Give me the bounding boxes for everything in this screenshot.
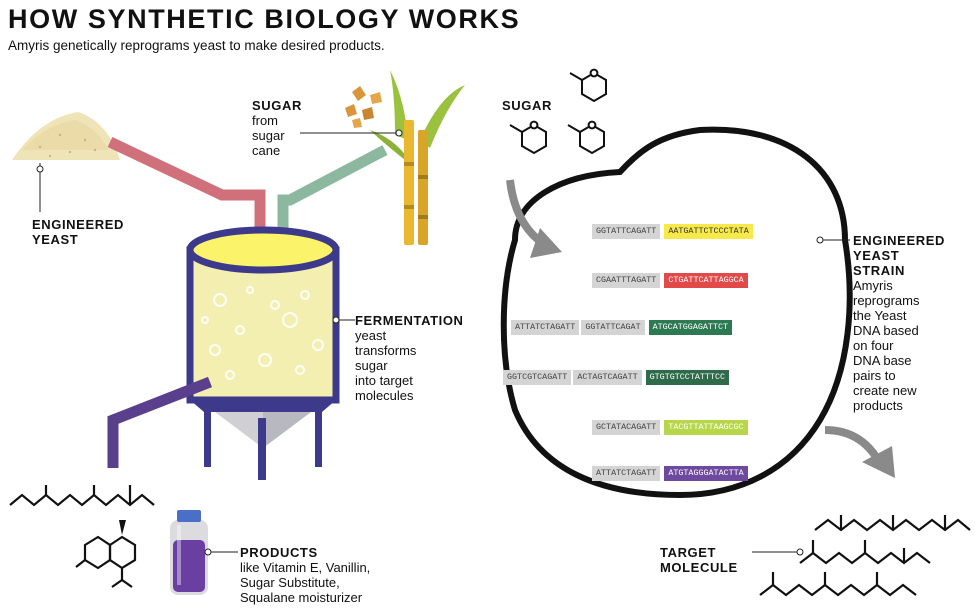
dna-grey-segment: ATTATCTAGATT — [511, 320, 580, 335]
engineered-yeast-label: ENGINEERED YEAST — [32, 217, 124, 247]
sugar-cane-label: SUGAR from sugar cane — [252, 98, 302, 158]
yeast-powder-pile — [12, 112, 120, 160]
sugar-molecules-label: SUGAR — [502, 98, 552, 113]
product-molecules — [9, 485, 155, 588]
dna-row-4: GGTCGTCAGATT ACTAGTCAGATT GTGTGTCCTATTTC… — [503, 370, 730, 385]
dna-row-6: ATTATCTAGATT ATGTAGGGATACTTA — [592, 466, 748, 481]
yeast-marker-dot — [36, 165, 44, 173]
target-molecules — [759, 515, 971, 597]
yeast-pipe — [107, 137, 266, 240]
dna-grey-segment: ACTAGTCAGATT — [573, 370, 642, 385]
dna-colored-segment: ATGCATGGAGATTCT — [648, 320, 732, 335]
dna-grey-segment: GGTATTCAGAT — [581, 320, 645, 335]
dna-grey-segment: GCTATACAGATT — [592, 420, 661, 435]
dna-colored-segment: TACGTTATTAAGCGC — [664, 420, 748, 435]
dna-colored-segment: ATGTAGGGATACTTA — [664, 466, 748, 481]
fermentation-tank — [186, 226, 340, 480]
yeast-cell-outline — [500, 126, 853, 499]
dna-row-2: CGAATTTAGATT CTGATTCATTAGGCA — [592, 273, 748, 288]
dna-colored-segment: GTGTGTCCTATTTCC — [645, 370, 730, 385]
sugar-pipe — [277, 145, 388, 240]
sugar-crystals — [345, 86, 382, 128]
dna-colored-segment: CTGATTCATTAGGCA — [664, 273, 748, 288]
dna-colored-segment: AATGATTCTCCCTATA — [664, 224, 753, 239]
dna-row-3: ATTATCTAGATT GGTATTCAGAT ATGCATGGAGATTCT — [511, 320, 732, 335]
sugar-cane — [370, 70, 465, 245]
dna-grey-segment: CGAATTTAGATT — [592, 273, 661, 288]
molecule-out-arrow — [824, 426, 882, 463]
dna-grey-segment: GGTATTCAGATT — [592, 224, 661, 239]
page-subtitle: Amyris genetically reprograms yeast to m… — [8, 38, 385, 53]
dna-row-1: GGTATTCAGATT AATGATTCTCCCTATA — [592, 224, 753, 239]
fermentation-label: FERMENTATION yeast transforms sugar into… — [355, 313, 464, 403]
sugar-molecules — [509, 68, 607, 155]
dna-grey-segment: ATTATCTAGATT — [592, 466, 661, 481]
engineered-yeast-strain-label: ENGINEERED YEAST STRAIN Amyris reprogram… — [853, 233, 945, 413]
product-pipe — [107, 376, 213, 468]
products-bottle — [170, 510, 208, 595]
products-label: PRODUCTS like Vitamin E, Vanillin, Sugar… — [240, 545, 371, 605]
target-molecule-label: TARGET MOLECULE — [660, 545, 738, 575]
page-title: HOW SYNTHETIC BIOLOGY WORKS — [8, 4, 521, 34]
dna-row-5: GCTATACAGATT TACGTTATTAAGCGC — [592, 420, 748, 435]
dna-grey-segment: GGTCGTCAGATT — [503, 370, 572, 385]
